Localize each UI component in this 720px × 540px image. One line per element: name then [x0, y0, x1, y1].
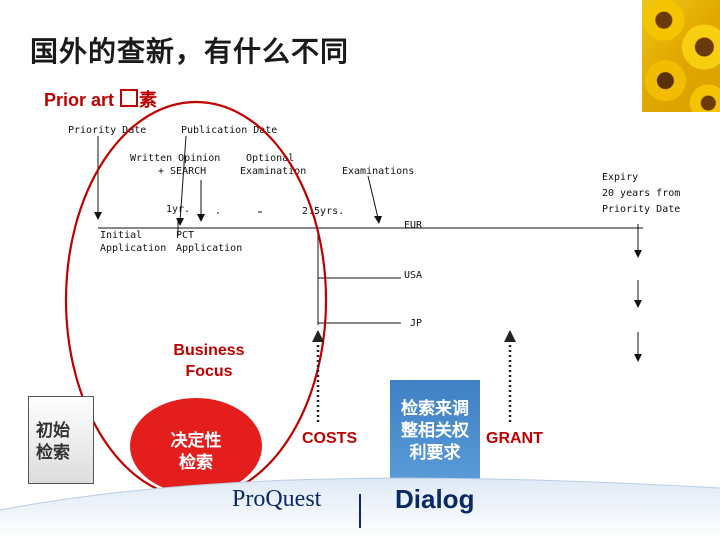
business-focus-line1: Business	[173, 342, 245, 359]
label-priority-date: Priority Date	[68, 125, 147, 136]
label-pct: PCT	[176, 230, 195, 241]
decisive-search-oval	[130, 398, 262, 494]
label-examinations: Examinations	[342, 166, 415, 177]
business-focus-line2: Focus	[185, 363, 233, 380]
label-eur: EUR	[404, 220, 423, 231]
initial-search-line1: 初始	[36, 421, 70, 441]
label-examination: Examination	[240, 166, 307, 177]
slide-subtitle: Prior art 素	[44, 86, 157, 112]
proquest-logo: ProQuest	[232, 486, 322, 512]
initial-search-line2: 检索	[36, 443, 70, 463]
adjust-claims-line2: 整相关权	[401, 421, 469, 441]
footer-divider	[359, 494, 361, 528]
patent-timeline-diagram: Priority Date Publication Date Written O…	[68, 120, 681, 362]
timeline-lines	[94, 135, 643, 362]
label-usa: USA	[404, 270, 423, 281]
decisive-search-label: 决定性 检索	[130, 430, 262, 474]
grant-label: GRANT	[486, 430, 543, 447]
adjust-claims-box	[390, 380, 480, 484]
label-20-years: 20 years from	[602, 188, 681, 199]
sunflower-image	[642, 0, 720, 112]
label-search: + SEARCH	[158, 166, 207, 177]
label-pct-application: Application	[176, 243, 243, 254]
label-expiry-priority: Priority Date	[602, 204, 681, 215]
label-expiry: Expiry	[602, 172, 639, 183]
subtitle-suffix: 素	[139, 90, 158, 110]
business-focus-label: Business Focus	[150, 340, 268, 382]
examinations-arrow	[367, 175, 379, 219]
costs-label: COSTS	[302, 430, 358, 447]
slide-title: 国外的查新，有什么不同	[30, 35, 350, 68]
label-jp: JP	[410, 318, 423, 329]
dialog-logo: Dialog	[395, 484, 475, 514]
label-optional: Optional	[246, 153, 295, 164]
publication-arrow	[179, 135, 187, 223]
label-one-year: 1yr.	[166, 204, 191, 215]
label-written-opinion: Written Opinion	[130, 153, 221, 164]
label-two-half-years: 2.5yrs.	[302, 206, 345, 217]
adjust-claims-line1: 检索来调	[401, 399, 469, 419]
subtitle-prefix: Prior art	[44, 90, 115, 110]
decisive-search-line1: 决定性	[170, 431, 222, 451]
adjust-claims-line3: 利要求	[409, 443, 461, 463]
initial-search-box	[28, 396, 94, 484]
decisive-search-line2: 检索	[179, 453, 213, 473]
label-initial: Initial	[100, 230, 143, 241]
missing-glyph-box	[120, 89, 139, 107]
initial-search-label: 初始 检索	[36, 420, 86, 464]
label-initial-application: Application	[100, 243, 167, 254]
adjust-claims-label: 检索来调 整相关权 利要求	[390, 398, 480, 464]
label-publication-date: Publication Date	[181, 125, 278, 136]
